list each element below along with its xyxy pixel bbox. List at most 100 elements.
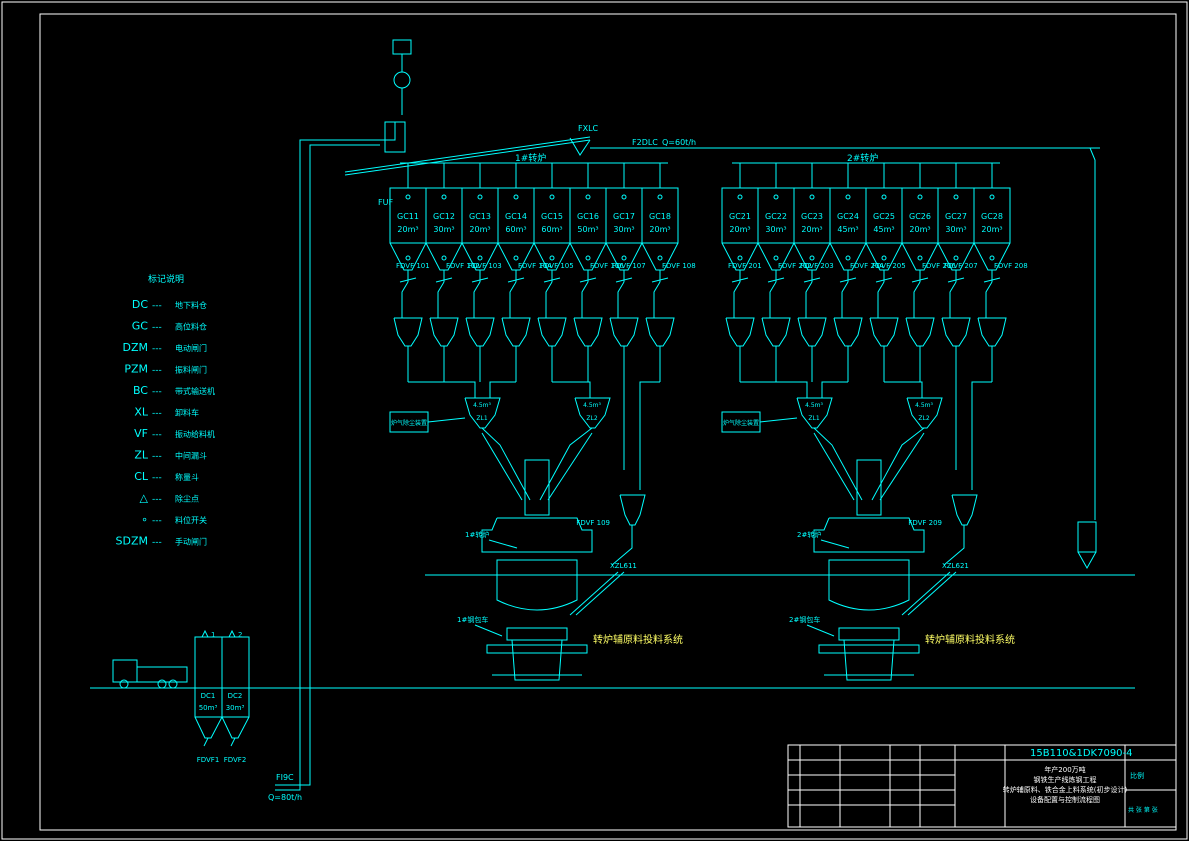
bin-capacity: 20m³ [649, 225, 670, 234]
hopper-capacity: 4.5m³ [583, 402, 601, 409]
weigh-hopper [537, 317, 567, 347]
level-switch-icon [621, 194, 627, 200]
main-feed-line: FXLC F2DLC Q=60t/h FI9C Q=80t/h [268, 39, 1100, 802]
feeder-label: FDVF 205 [872, 262, 906, 270]
legend-code: XL [134, 406, 149, 419]
ladle-car-label: 2#钢包车 [789, 615, 820, 624]
level-switch-icon [549, 255, 555, 261]
ladle [843, 639, 895, 681]
weigh-hopper [833, 317, 863, 347]
weigh-hopper [725, 317, 755, 347]
xzl-label: XZL621 [942, 562, 969, 570]
level-switch-icon [621, 255, 627, 261]
legend-desc: 称量斗 [175, 472, 199, 482]
high-bin [973, 187, 1011, 244]
bin-capacity: 60m³ [541, 225, 562, 234]
legend-desc: 带式输送机 [175, 386, 215, 396]
feeder-label: FDVF 201 [728, 262, 762, 270]
dust-point-icon [228, 629, 236, 638]
xzl-label: XZL611 [610, 562, 637, 570]
feeder-label: FDVF 104 [518, 262, 552, 270]
level-switch-icon [737, 194, 743, 200]
title-line-1: 年产200万吨 [1044, 765, 1085, 774]
level-switch-icon [917, 255, 923, 261]
feeder-label: FDVF 206 [922, 262, 956, 270]
sheet-label: 共 张 第 张 [1128, 806, 1158, 814]
legend-dash: --- [152, 344, 162, 354]
fuf-label: FUF [378, 198, 393, 207]
feeder-label: FDVF 202 [778, 262, 812, 270]
level-switch-icon [585, 194, 591, 200]
level-switch-icon [917, 194, 923, 200]
legend-desc: 地下料仓 [175, 300, 207, 310]
bin-id: GC21 [729, 212, 751, 221]
dust-box-label: 炉气除尘装置 [723, 419, 759, 427]
hopper-capacity: 4.5m³ [805, 402, 823, 409]
legend-dash: --- [152, 387, 162, 397]
bin-capacity: 30m³ [765, 225, 786, 234]
legend-code: ∘ [141, 513, 148, 526]
level-switch-icon [405, 255, 411, 261]
converter-hood [481, 517, 593, 553]
ground-feeder-label: FDVF1 [197, 756, 220, 764]
bin-id: GC23 [801, 212, 823, 221]
level-switch-icon [441, 255, 447, 261]
legend-code: VF [134, 427, 148, 440]
level-switch-icon [657, 194, 663, 200]
legend-title: 标记说明 [148, 273, 184, 285]
legend-desc: 卸料车 [175, 408, 199, 418]
legend: 标记说明DC---地下料仓GC---高位料仓DZM---电动闸门PZM---振料… [116, 273, 215, 548]
legend-dash: --- [152, 473, 162, 483]
legend-desc: 振料闸门 [175, 365, 207, 375]
legend-dash: --- [152, 538, 162, 548]
bin-capacity: 45m³ [873, 225, 894, 234]
title-block: 15B110&1DK7090-4 年产200万吨 钢铁生产线炼钢工程 转炉辅原料… [787, 744, 1177, 828]
flow-top-label: Q=60t/h [662, 138, 696, 147]
level-switch-icon [809, 194, 815, 200]
bin-capacity: 20m³ [397, 225, 418, 234]
level-switch-icon [953, 194, 959, 200]
legend-dash: --- [152, 323, 162, 333]
bin-id: GC24 [837, 212, 859, 221]
level-switch-icon [881, 194, 887, 200]
inner-frame [39, 13, 1177, 831]
intermediate-hopper [906, 397, 943, 429]
weigh-hopper [797, 317, 827, 347]
level-switch-icon [441, 194, 447, 200]
weigh-hopper [761, 317, 791, 347]
level-switch-icon [477, 255, 483, 261]
feeder-label: FDVF 101 [396, 262, 430, 270]
intermediate-hopper [574, 397, 611, 429]
weigh-hopper [941, 317, 971, 347]
converter-vessel [496, 559, 578, 611]
dust-point-icon [201, 629, 209, 638]
weigh-hopper [573, 317, 603, 347]
ground-bin-id: DC1 [201, 692, 216, 700]
level-switch-icon [809, 255, 815, 261]
bin-id: GC26 [909, 212, 931, 221]
ground-bin-capacity: 30m³ [226, 704, 245, 712]
feeder-extra-label: FDVF 109 [576, 519, 610, 527]
system-header: 1#转炉 [515, 152, 546, 164]
hopper-label: ZL1 [808, 415, 819, 422]
feeder-label: FDVF 204 [850, 262, 884, 270]
weigh-hopper [393, 317, 423, 347]
level-switch-icon [989, 194, 995, 200]
title-line-2: 钢铁生产线炼钢工程 [1034, 775, 1097, 784]
legend-code: BC [133, 384, 148, 397]
legend-desc: 中间漏斗 [175, 451, 207, 461]
ladle-car-label: 1#钢包车 [457, 615, 488, 624]
legend-code: SDZM [116, 535, 148, 548]
legend-dash: --- [152, 366, 162, 376]
title-line-4: 设备配置与控制流程图 [1030, 795, 1100, 804]
bin-capacity: 30m³ [945, 225, 966, 234]
bin-id: GC16 [577, 212, 599, 221]
drawing-number: 15B110&1DK7090-4 [1030, 748, 1133, 759]
bin-id: GC27 [945, 212, 967, 221]
bin-id: GC25 [873, 212, 895, 221]
system-title: 转炉辅原料投料系统 [925, 633, 1015, 646]
